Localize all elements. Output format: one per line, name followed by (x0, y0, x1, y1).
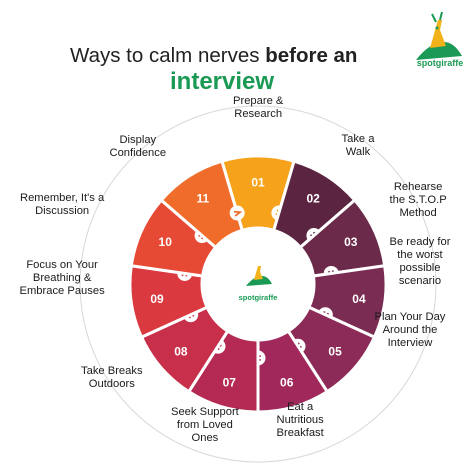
giraffe-logo-icon (416, 11, 462, 60)
step-label-05: Plan Your Day Around the Interview (374, 310, 446, 349)
step-number-04: 04 (352, 292, 366, 306)
chevron-icon (229, 205, 245, 221)
title-line-1: Ways to calm nerves before an (70, 44, 410, 68)
step-number-10: 10 (159, 235, 173, 249)
title-bold-text: before an (265, 44, 358, 67)
step-label-02: Take a Walk (341, 133, 375, 158)
step-label-08: Take Breaks Outdoors (81, 365, 143, 390)
center-giraffe-icon (246, 266, 272, 286)
step-number-07: 07 (223, 375, 237, 389)
step-number-08: 08 (174, 344, 188, 358)
step-label-04: Be ready for the worst possible scenario (389, 236, 451, 287)
step-number-02: 02 (306, 192, 320, 206)
step-number-01: 01 (251, 176, 265, 190)
step-label-11: Display Confidence (109, 134, 167, 159)
step-label-10: Remember, It's a Discussion (20, 192, 105, 217)
step-label-06: Eat a Nutritious Breakfast (276, 400, 324, 439)
brand-name: spotgiraffe (416, 58, 464, 68)
title-line-2: interview (170, 68, 275, 95)
step-label-03: Rehearse the S.T.O.P Method (389, 180, 447, 219)
step-number-03: 03 (344, 235, 358, 249)
title-regular-text: Ways to calm nerves (70, 44, 266, 67)
step-number-11: 11 (197, 192, 210, 206)
step-label-07: Seek Support from Loved Ones (171, 405, 239, 444)
step-number-06: 06 (280, 375, 294, 389)
outer-ring (79, 105, 437, 463)
step-segment-11 (159, 159, 245, 250)
step-label-09: Focus on Your Breathing & Embrace Pauses (19, 258, 105, 297)
step-number-09: 09 (150, 292, 164, 306)
step-number-05: 05 (328, 344, 342, 358)
step-label-01: Prepare & Research (233, 95, 284, 120)
center-brand-name: spotgiraffe (239, 293, 278, 302)
